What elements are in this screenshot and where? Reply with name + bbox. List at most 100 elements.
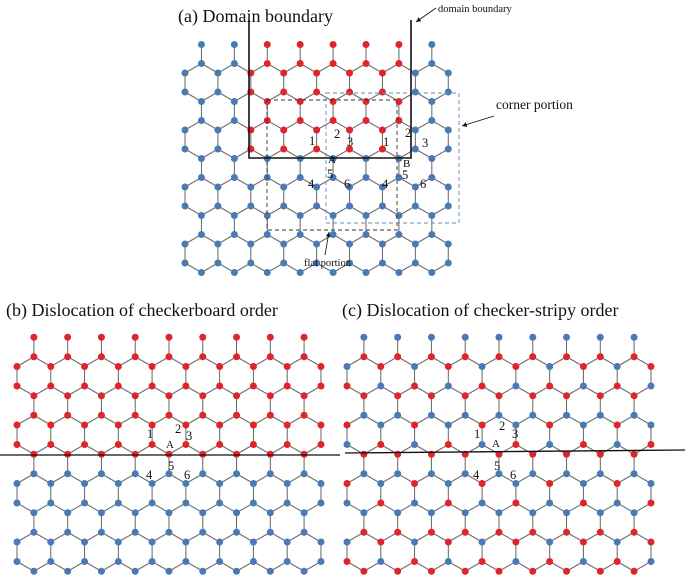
lattice-site: [216, 421, 224, 429]
lattice-site: [47, 558, 55, 565]
lattice-site: [647, 421, 655, 429]
lattice-site: [428, 269, 436, 276]
lattice-site: [579, 382, 587, 390]
lattice-site: [411, 480, 419, 487]
lattice-site: [329, 60, 337, 67]
lattice-site: [563, 411, 571, 419]
lattice-site: [249, 441, 257, 448]
lattice-c: [343, 333, 655, 575]
lattice-site: [546, 538, 554, 546]
panel-b-title: (b) Dislocation of checkerboard order: [6, 300, 278, 321]
sites: [13, 333, 325, 575]
lattice-site: [214, 202, 222, 210]
lattice-site: [280, 183, 288, 191]
lattice-site: [13, 441, 21, 448]
lattice-site: [114, 421, 122, 429]
domain-boundary-line: [248, 20, 412, 159]
lattice-site: [478, 499, 486, 507]
lattice-site: [411, 259, 419, 267]
lattice-site: [97, 470, 105, 478]
lattice-site: [181, 145, 189, 153]
lattice-site: [630, 528, 638, 536]
lattice-site: [362, 117, 370, 124]
lattice-site: [647, 441, 655, 448]
lattice-site: [563, 470, 571, 478]
lattice-site: [199, 353, 207, 361]
lattice-site: [283, 363, 291, 370]
lattice-site: [596, 411, 604, 419]
lattice-site: [444, 88, 452, 96]
lattice-site: [197, 117, 205, 124]
lattice-site: [478, 480, 486, 487]
c-site-label-1: 1: [474, 427, 480, 441]
site-label-6b: 6: [420, 177, 426, 191]
lattice-site: [64, 333, 72, 341]
lattice-site: [181, 202, 189, 210]
lattice-site: [362, 60, 370, 67]
lattice-site: [377, 480, 385, 487]
lattice-site: [378, 88, 386, 96]
lattice-site: [444, 183, 452, 191]
lattice-site: [249, 382, 257, 390]
lattice-site: [199, 411, 207, 419]
lattice-site: [181, 69, 189, 77]
lattice-site: [427, 333, 435, 341]
lattice-site: [461, 333, 469, 341]
lattice-site: [64, 450, 72, 458]
lattice-site: [296, 117, 304, 124]
lattice-site: [529, 528, 537, 536]
lattice-site: [444, 421, 452, 429]
lattice-site: [444, 240, 452, 248]
lattice-site: [378, 126, 386, 134]
lattice-site: [114, 441, 122, 448]
lattice-site: [313, 259, 321, 267]
lattice-site: [378, 259, 386, 267]
lattice-site: [546, 382, 554, 390]
lattice-site: [362, 212, 370, 219]
lattice-site: [199, 567, 207, 575]
lattice-site: [546, 363, 554, 370]
dislocation-line-c: [344, 449, 685, 454]
lattice-site: [97, 392, 105, 400]
site-label-1: 1: [309, 134, 315, 148]
lattice-site: [647, 363, 655, 370]
lattice-site: [64, 411, 72, 419]
lattice-site: [296, 41, 304, 48]
lattice-site: [394, 528, 402, 536]
panel-b: (b) Dislocation of checkerboard order 1 …: [0, 300, 340, 575]
lattice-site: [394, 450, 402, 458]
lattice-site: [13, 499, 21, 507]
lattice-site: [394, 470, 402, 478]
lattice-site: [427, 411, 435, 419]
lattice-site: [512, 558, 520, 565]
lattice-site: [444, 499, 452, 507]
lattice-site: [529, 470, 537, 478]
lattice-site: [81, 538, 89, 546]
panel-a-title: (a) Domain boundary: [178, 6, 333, 27]
lattice-site: [13, 363, 21, 370]
lattice-site: [411, 183, 419, 191]
lattice-site: [30, 509, 38, 517]
b-site-label-3: 3: [186, 429, 192, 443]
lattice-site: [461, 353, 469, 361]
lattice-site: [495, 470, 503, 478]
lattice-site: [47, 538, 55, 546]
lattice-site: [377, 499, 385, 507]
lattice-site: [362, 98, 370, 105]
lattice-site: [30, 450, 38, 458]
lattice-site: [630, 392, 638, 400]
lattice-site: [182, 382, 190, 390]
lattice-site: [411, 240, 419, 248]
lattice-site: [296, 212, 304, 219]
lattice-site: [329, 41, 337, 48]
lattice-site: [596, 333, 604, 341]
lattice-site: [230, 212, 238, 219]
lattice-site: [249, 480, 257, 487]
lattice-site: [64, 470, 72, 478]
lattice-site: [394, 392, 402, 400]
lattice-site: [378, 202, 386, 210]
b-site-label-4: 4: [146, 468, 153, 482]
lattice-site: [444, 558, 452, 565]
c-site-label-3: 3: [512, 427, 518, 441]
lattice-site: [64, 567, 72, 575]
